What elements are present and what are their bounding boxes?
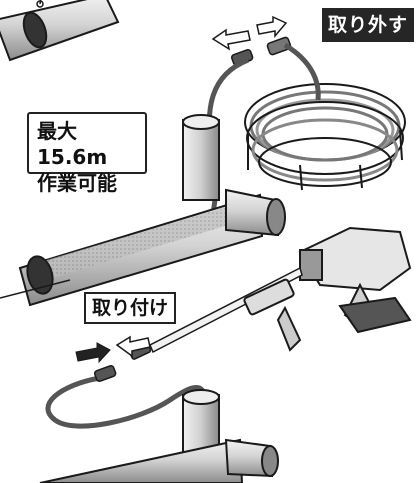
attach-label: 取り付け: [84, 292, 176, 324]
lower-pipe: [39, 389, 279, 483]
drill-rod: [128, 266, 303, 360]
separate-arrows-icon: [211, 15, 288, 51]
cable-lower: [45, 375, 209, 431]
join-arrows-icon: [75, 335, 151, 364]
spec-work-text: 作業可能: [37, 171, 117, 195]
remove-label: 取り外す: [322, 8, 414, 42]
spec-label: 最大15.6m 作業可能: [27, 112, 147, 195]
main-pipe: [18, 114, 286, 307]
cable-reel: [244, 83, 406, 191]
drill-tool: [298, 226, 412, 334]
top-pipe: [0, 0, 120, 62]
spec-length-text: 最大15.6m: [37, 119, 108, 169]
